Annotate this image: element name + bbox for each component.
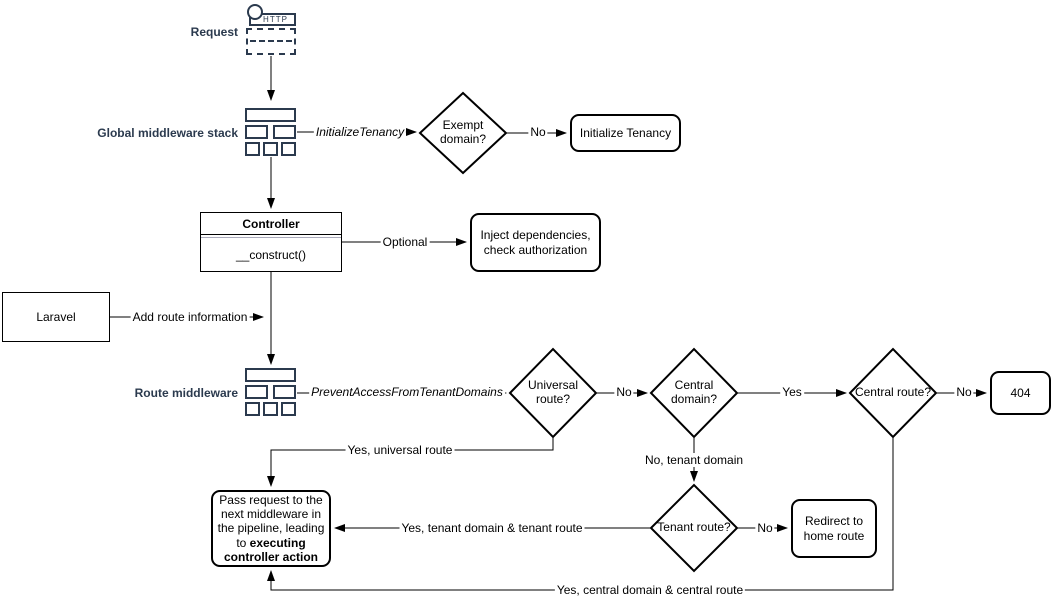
diamond-universal-route	[508, 347, 598, 439]
diamond-tenant-route	[649, 483, 739, 573]
request-label: Request	[190, 25, 238, 39]
edge-label-prevent-access: PreventAccessFromTenantDomains	[309, 385, 505, 399]
http-request-icon: HTTP	[245, 4, 297, 56]
request-body-icon	[246, 28, 296, 55]
central-route-label: Central route?	[854, 385, 932, 400]
route-middleware-stack-icon	[245, 368, 296, 416]
controller-node: Controller __construct()	[200, 212, 342, 272]
redirect-home-node: Redirect to home route	[791, 499, 877, 558]
edge-label-optional: Optional	[380, 235, 430, 249]
pass-request-text: Pass request to the next middleware in t…	[217, 493, 325, 550]
global-middleware-label: Global middleware stack	[97, 126, 238, 140]
edge-label-exempt-no: No	[528, 125, 548, 139]
pass-request-bold-text: executing controller action	[223, 535, 318, 564]
route-middleware-label: Route middleware	[134, 386, 238, 400]
controller-method: __construct()	[235, 247, 307, 262]
edge-label-central-domain-yes: Yes	[780, 385, 804, 399]
edge-label-yes-tenant-domain-route: Yes, tenant domain & tenant route	[399, 521, 585, 535]
http-label: HTTP	[263, 15, 288, 24]
controller-title: Controller	[201, 213, 341, 235]
edge-label-central-route-no: No	[954, 385, 974, 399]
central-domain-label: Central domain?	[670, 378, 718, 406]
diamond-exempt-domain	[418, 91, 508, 175]
edge-label-yes-central-domain-route: Yes, central domain & central route	[554, 583, 746, 597]
edge-label-tenant-no: No	[755, 521, 775, 535]
tenant-route-label: Tenant route?	[657, 520, 731, 535]
edge-label-yes-universal-route: Yes, universal route	[345, 443, 455, 457]
edge-label-universal-no: No	[614, 385, 634, 399]
edge-label-add-route-information: Add route information	[130, 310, 250, 324]
edge-label-initialize-tenancy: InitializeTenancy	[313, 125, 407, 139]
exempt-domain-label: Exempt domain?	[439, 118, 487, 146]
laravel-node: Laravel	[2, 292, 110, 342]
diamond-central-route	[848, 347, 938, 439]
404-node: 404	[990, 371, 1051, 415]
initialize-tenancy-node: Initialize Tenancy	[570, 114, 681, 152]
pass-request-node: Pass request to the next middleware in t…	[211, 490, 331, 567]
inject-dependencies-node: Inject dependencies, check authorization	[470, 213, 601, 272]
universal-route-label: Universal route?	[527, 378, 578, 406]
diamond-central-domain	[649, 347, 739, 439]
request-circle-icon	[247, 4, 263, 20]
global-middleware-stack-icon	[245, 108, 296, 156]
edge-label-no-tenant-domain: No, tenant domain	[642, 453, 746, 467]
controller-divider	[201, 235, 341, 238]
